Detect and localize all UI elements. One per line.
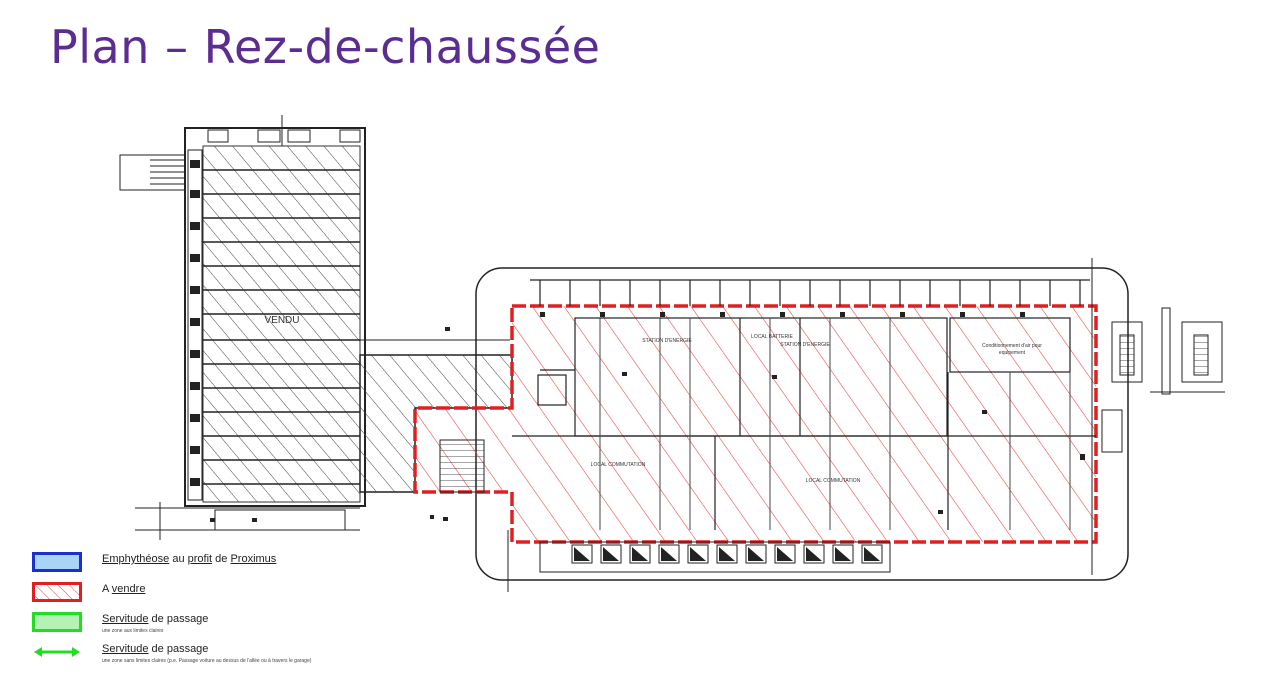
legend-item-emphyteose: Emphythéose au profit de Proximus — [30, 548, 450, 576]
legend-label-a-vendre: A vendre — [102, 583, 146, 595]
legend-swatch-red-hatch — [32, 582, 82, 602]
legend-item-servitude-area: Servitude de passage une zone aux limite… — [30, 608, 450, 636]
legend-label-emphyteose: Emphythéose au profit de Proximus — [102, 553, 277, 565]
legend-label-servitude-area: Servitude de passage — [102, 613, 209, 625]
legend-item-a-vendre: A vendre — [30, 578, 450, 606]
room-label-commutation-2: LOCAL COMMUTATION — [806, 478, 861, 484]
legend-swatch-green — [32, 612, 82, 632]
room-label-hvac: Conditionnement d'air pour — [982, 343, 1042, 349]
room-label-station-2: STATION D'ENERGIE — [780, 342, 830, 348]
legend-sublabel-servitude-arrow: une zone sans limites claires (p.e. Pass… — [102, 658, 312, 664]
legend-item-servitude-arrow: Servitude de passage une zone sans limit… — [30, 638, 450, 666]
for-sale-zone — [413, 304, 1098, 544]
right-annex — [1091, 258, 1225, 575]
page-title: Plan – Rez-de-chaussée — [50, 20, 601, 74]
room-label-commutation-1: LOCAL COMMUTATION — [591, 462, 646, 468]
annotations — [210, 327, 1085, 522]
interior-walls — [512, 279, 1096, 530]
room-label-hvac-2: equipement — [999, 350, 1026, 356]
legend-label-servitude-arrow: Servitude de passage — [102, 643, 209, 655]
left-building: VENDU — [119, 115, 366, 540]
room-label-battery: LOCAL BATTERIE — [751, 334, 793, 340]
room-label-station-1: STATION D'ENERGIE — [642, 338, 692, 344]
legend-swatch-blue — [32, 552, 82, 572]
legend-sublabel-servitude-area: une zone aux limites claires — [102, 628, 164, 634]
structural-lines — [599, 318, 1071, 530]
parking-row — [507, 530, 891, 592]
legend-swatch-green-arrow — [34, 647, 80, 657]
vendu-label: VENDU — [264, 315, 299, 326]
stairwell — [439, 439, 485, 493]
